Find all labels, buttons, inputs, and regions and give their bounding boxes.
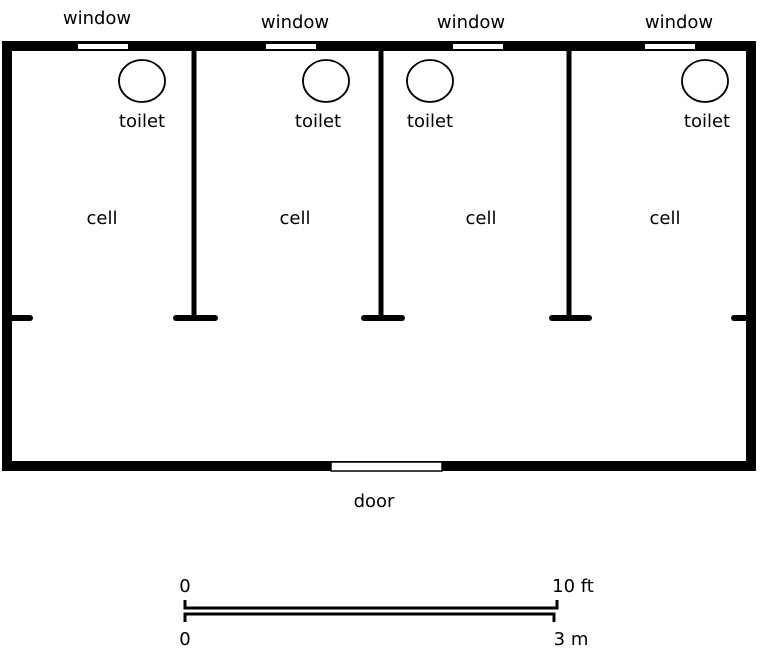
- cell-label: cell: [87, 208, 118, 229]
- toilet-icon: [681, 59, 729, 103]
- scale-bar-meters: [183, 612, 556, 622]
- scale-m-end: 3 m: [554, 629, 589, 650]
- window-label: window: [645, 12, 713, 33]
- door-label: door: [354, 491, 395, 512]
- window: [453, 44, 503, 49]
- window-label: window: [63, 8, 131, 29]
- windows: [78, 44, 695, 49]
- toilet-label: toilet: [295, 111, 341, 132]
- cell-label: cell: [650, 208, 681, 229]
- toilets: [118, 59, 729, 103]
- toilet-label: toilet: [119, 111, 165, 132]
- partitions: [4, 46, 754, 321]
- scale-bar-feet: [183, 600, 559, 610]
- window: [78, 44, 128, 49]
- cell-label: cell: [280, 208, 311, 229]
- window: [645, 44, 695, 49]
- toilet-label: toilet: [407, 111, 453, 132]
- window: [266, 44, 316, 49]
- scale-bar: [183, 600, 559, 622]
- toilet-icon: [302, 59, 350, 103]
- window-label: window: [261, 12, 329, 33]
- door: [330, 461, 443, 472]
- scale-ft-start: 0: [179, 576, 190, 597]
- toilet-label: toilet: [684, 111, 730, 132]
- toilet-icon: [118, 59, 166, 103]
- window-label: window: [437, 12, 505, 33]
- cell-label: cell: [466, 208, 497, 229]
- toilet-icon: [406, 59, 454, 103]
- scale-ft-end: 10 ft: [552, 576, 594, 597]
- scale-m-start: 0: [179, 629, 190, 650]
